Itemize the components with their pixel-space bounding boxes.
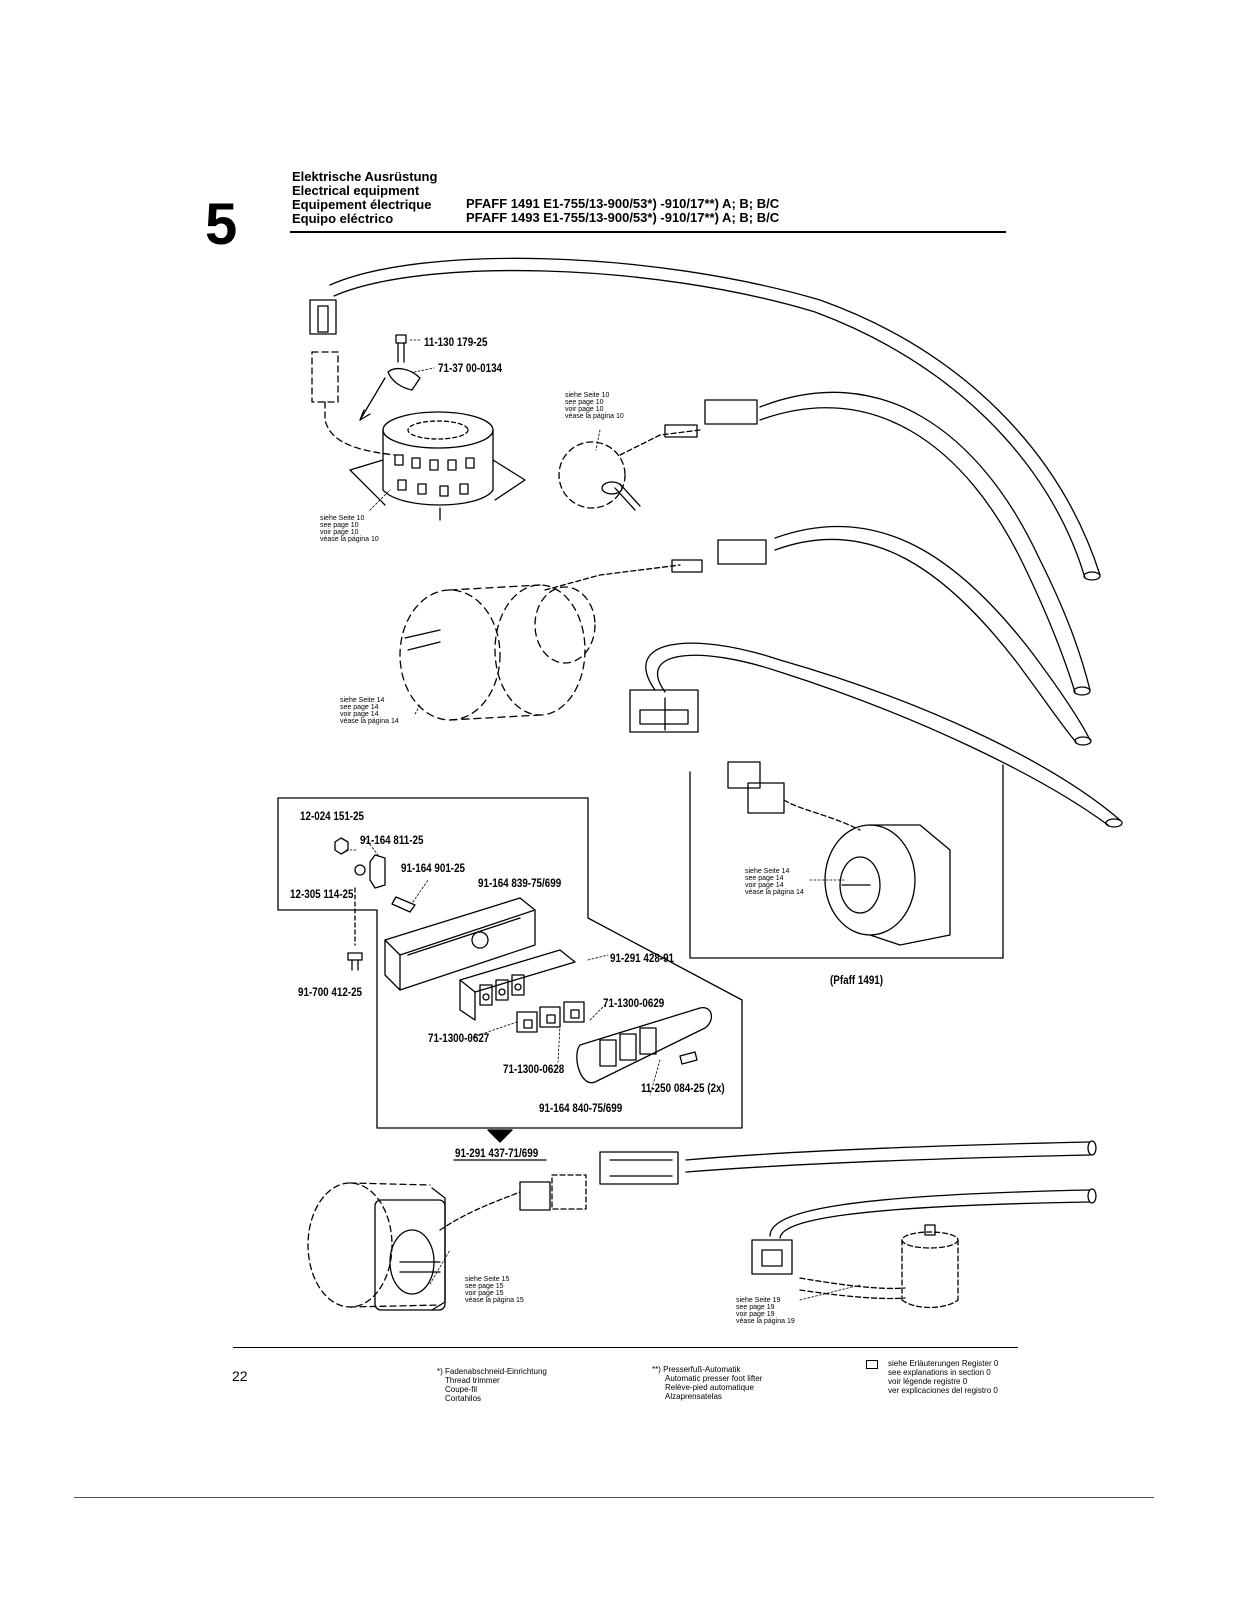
solenoid-small (799, 1224, 959, 1309)
model-1491: PFAFF 1491 E1-755/13-900/53*) -910/17**)… (466, 196, 780, 211)
potentiometer (558, 399, 758, 511)
pn-assembly: 91-291 437-71/699 (455, 1146, 539, 1160)
motor-top-left (349, 411, 526, 521)
footer-rule (233, 1347, 1018, 1348)
model-list: PFAFF 1491 E1-755/13-900/53*) -910/17**)… (466, 197, 779, 225)
header-rule (290, 231, 1006, 233)
cable-2 (759, 391, 1091, 696)
pn-key-629: 71-1300-0629 (603, 996, 665, 1010)
cable-4 (645, 642, 1123, 828)
footnote-register: siehe Erläuterungen Register 0 see expla… (888, 1359, 999, 1395)
switch-panel-box (277, 797, 743, 1129)
footnote-presser-foot: **) Presserfuß-Automatik Automatic press… (652, 1365, 763, 1401)
pn-housing: 91-164 839-75/699 (478, 876, 562, 890)
pn-cover-plate: 91-164 840-75/699 (539, 1101, 623, 1115)
stepper-motor (307, 1174, 587, 1311)
screw-and-clamp-top (359, 334, 421, 421)
inset-caption: (Pfaff 1491) (830, 973, 884, 987)
pn-nut: 12-024 151-25 (300, 809, 365, 823)
section-titles: Elektrische Ausrüstung Electrical equipm… (292, 170, 437, 226)
inset-frame (689, 761, 1004, 959)
assembly-arrow (453, 1129, 547, 1161)
cable-3 (774, 525, 1092, 746)
pn-screw-top: 11-130 179-25 (424, 335, 488, 349)
pn-lug: 91-164 811-25 (360, 833, 424, 847)
title-es: Equipo eléctrico (292, 211, 394, 226)
cable-5 (599, 1140, 1097, 1185)
legend-box-icon (866, 1360, 878, 1369)
pn-screw-2x: 11-250 084-25 (2x) (641, 1081, 725, 1095)
cable-6 (751, 1188, 1097, 1275)
pcb-assembly (459, 949, 576, 1021)
leader-lines (344, 339, 861, 1301)
pn-key-627: 71-1300-0627 (428, 1031, 490, 1045)
pn-spacer: 91-164 901-25 (401, 861, 466, 875)
pn-screw-left: 91-700 412-25 (298, 985, 363, 999)
pn-washer: 12-305 114-25 (290, 887, 354, 901)
section-number: 5 (205, 192, 238, 257)
solenoid-cylinder (399, 539, 767, 721)
pn-key-628: 71-1300-0628 (503, 1062, 565, 1076)
title-de: Elektrische Ausrüstung (292, 169, 438, 184)
title-fr: Equipement électrique (292, 197, 432, 212)
connector-mid (629, 689, 699, 733)
page-number: 22 (232, 1368, 248, 1384)
cover-plate (576, 1007, 713, 1084)
model-1493: PFAFF 1493 E1-755/13-900/53*) -910/17**)… (466, 210, 780, 225)
bottom-scan-line (74, 1497, 1154, 1498)
cable-1 (329, 257, 1101, 581)
key-caps (516, 1001, 585, 1033)
box-small-parts (334, 837, 416, 971)
footnote-thread-trimmer: *) Fadenabschneid-Einrichtung Thread tri… (437, 1367, 547, 1403)
connector-top-left (309, 299, 396, 456)
pn-pcb: 91-291 428-91 (610, 951, 675, 965)
title-en: Electrical equipment (292, 183, 420, 198)
switch-housing (384, 897, 536, 991)
pn-clamp-top: 71-37 00-0134 (438, 361, 503, 375)
